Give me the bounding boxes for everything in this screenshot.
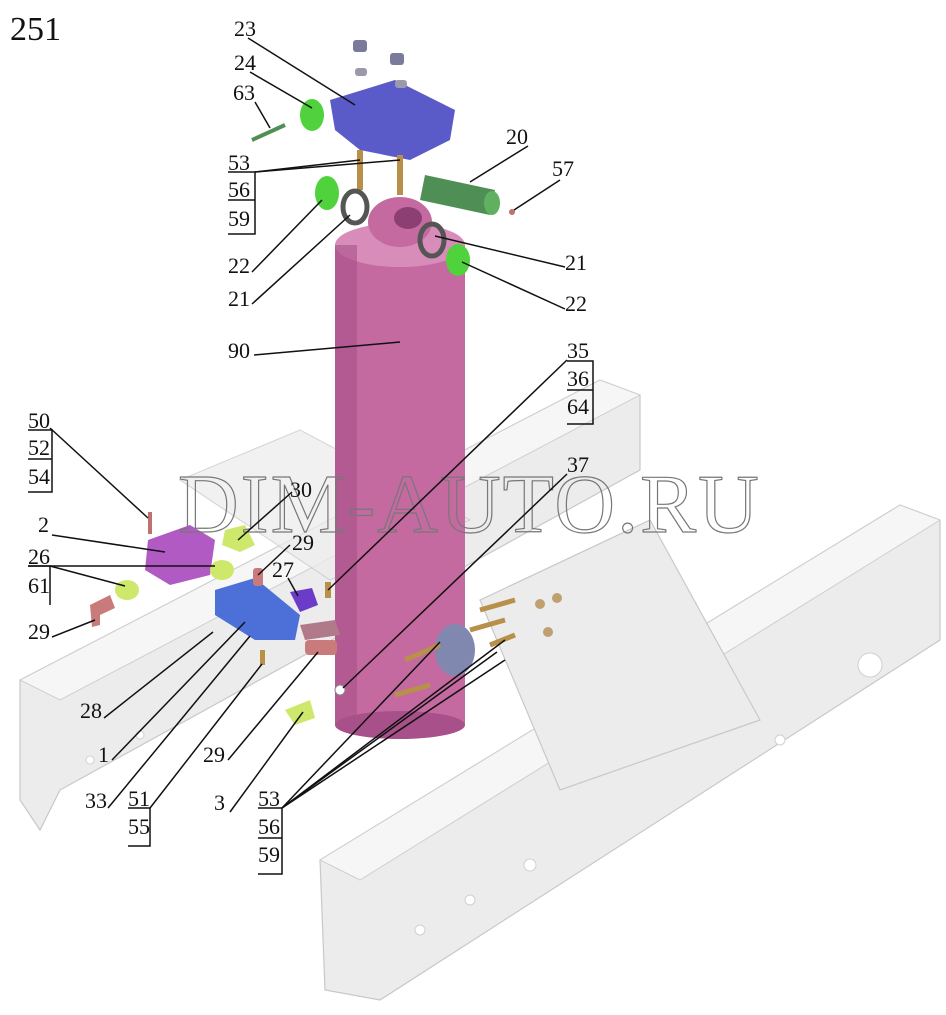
bolt-51 <box>260 650 265 665</box>
bushing-22 <box>315 176 339 210</box>
callout-53: 53 <box>258 786 280 811</box>
callout-24: 24 <box>234 50 256 75</box>
callout-labels: 23 24 63 53 56 59 20 57 22 21 21 22 90 3… <box>28 16 589 867</box>
callout-3: 3 <box>214 790 225 815</box>
callout-64: 64 <box>567 394 589 419</box>
callout-2: 2 <box>38 512 49 537</box>
nut <box>353 40 367 52</box>
bolt <box>397 155 403 195</box>
callout-61: 61 <box>28 573 50 598</box>
bolt-50 <box>148 512 152 534</box>
callout-51: 51 <box>128 786 150 811</box>
callout-21: 21 <box>228 286 250 311</box>
valve-group <box>90 512 562 725</box>
callout-36: 36 <box>567 366 589 391</box>
nut <box>390 53 404 65</box>
bolt-53 <box>479 597 516 613</box>
callout-55: 55 <box>128 814 150 839</box>
grease-fitting-57 <box>509 209 515 215</box>
seal-21 <box>340 188 370 226</box>
callout-26: 26 <box>28 544 50 569</box>
bushing-22 <box>446 244 470 276</box>
frame-hole <box>857 652 883 678</box>
callout-1: 1 <box>98 742 109 767</box>
callout-35: 35 <box>567 338 589 363</box>
callout-63: 63 <box>233 80 255 105</box>
valve-1 <box>215 578 300 640</box>
callout-28: 28 <box>80 698 102 723</box>
callout-56: 56 <box>258 814 280 839</box>
callout-29: 29 <box>203 742 225 767</box>
callout-23: 23 <box>234 16 256 41</box>
elbow-29 <box>305 640 337 655</box>
fitting-61 <box>115 580 139 600</box>
callout-20: 20 <box>506 124 528 149</box>
seal-21 <box>417 221 447 259</box>
callout-90: 90 <box>228 338 250 363</box>
callout-53: 53 <box>228 150 250 175</box>
callout-29: 29 <box>292 530 314 555</box>
washer-37 <box>334 684 346 696</box>
callout-54: 54 <box>28 464 50 489</box>
callout-27: 27 <box>272 557 294 582</box>
callout-37: 37 <box>567 452 589 477</box>
bolt <box>357 150 363 190</box>
fitting-26 <box>210 560 234 580</box>
callout-29: 29 <box>28 619 50 644</box>
cross-member <box>479 519 761 791</box>
upper-parts <box>251 40 515 276</box>
callout-59: 59 <box>258 842 280 867</box>
washer-56 <box>535 599 545 609</box>
callout-59: 59 <box>228 206 250 231</box>
page-number: 251 <box>10 11 61 48</box>
block-2 <box>145 525 215 585</box>
callout-52: 52 <box>28 435 50 460</box>
callout-30: 30 <box>290 477 312 502</box>
callout-33: 33 <box>85 788 107 813</box>
watermark: DIM-AUTO.RU <box>178 458 761 551</box>
callout-57: 57 <box>552 156 574 181</box>
pin-63 <box>251 123 286 142</box>
pin-20 <box>420 175 495 215</box>
callout-50: 50 <box>28 408 50 433</box>
upper-bracket-23 <box>330 80 455 160</box>
callout-22: 22 <box>228 253 250 278</box>
callout-56: 56 <box>228 177 250 202</box>
elbow-29 <box>90 595 115 627</box>
callout-21: 21 <box>565 250 587 275</box>
cylinder-port <box>435 624 475 676</box>
callout-22: 22 <box>565 291 587 316</box>
plate-33 <box>300 620 340 640</box>
tee-3 <box>285 700 315 725</box>
bushing-24 <box>300 99 324 131</box>
leader-lines <box>28 37 594 875</box>
